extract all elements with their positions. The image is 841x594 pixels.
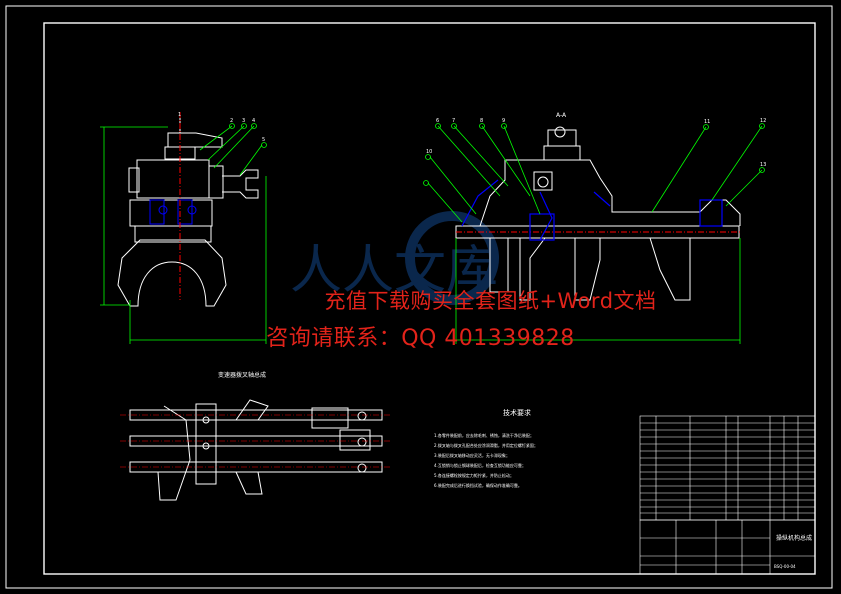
drawing-number: BSQ-00-04 xyxy=(774,564,796,569)
tech-req-item: 5.各连接螺栓按规定力矩拧紧，并防止松动； xyxy=(434,472,514,478)
inner-frame xyxy=(43,22,816,575)
part-balloon-label: 8 xyxy=(480,118,483,124)
left-view xyxy=(117,112,259,307)
svg-text:人人文库: 人人文库 xyxy=(290,241,498,301)
outer-border xyxy=(5,5,833,589)
watermark-logo: 人人文库 xyxy=(290,211,499,305)
title-block xyxy=(639,519,816,575)
part-balloon-label: 3 xyxy=(242,118,245,124)
part-balloon-label: 4 xyxy=(252,118,255,124)
tech-requirements-list: 1.各零件装配前，应去除毛刺、锈蚀，清洗干净后装配； 2.拨叉轴与拨叉孔配合处应… xyxy=(434,432,538,488)
tech-req-item: 6.装配完成后进行换挡试验，确保动作准确可靠。 xyxy=(434,482,522,488)
watermark-line-1: 充值下载购买全套图纸+Word文档 xyxy=(324,289,657,313)
part-balloon-label: 7 xyxy=(452,118,455,124)
part-balloon-label: 2 xyxy=(230,118,233,124)
tech-req-item: 3.装配后拨叉轴移动应灵活，无卡滞现象； xyxy=(434,452,510,458)
left-view-dimensions xyxy=(100,123,267,344)
part-balloon-label: 10 xyxy=(426,149,432,155)
part-balloon-label: 11 xyxy=(704,119,710,125)
section-view-dimensions xyxy=(423,123,765,344)
drawing-name: 操纵机构总成 xyxy=(776,534,812,542)
parts-list xyxy=(639,415,816,521)
tech-req-item: 4.互锁销与锁止钢球装配后，检查互锁功能应可靠； xyxy=(434,462,526,468)
part-balloon-label: 13 xyxy=(760,162,766,168)
part-balloon-label: 9 xyxy=(502,118,505,124)
section-label: A-A xyxy=(556,112,567,119)
section-view xyxy=(455,126,741,301)
plan-view-centerlines xyxy=(120,414,392,468)
tech-req-item: 2.拨叉轴与拨叉孔配合处应涂润滑脂，并用定位螺钉紧固； xyxy=(434,442,538,448)
part-balloon-label: 5 xyxy=(262,137,265,143)
left-view-title: 变速器拨叉轴总成 xyxy=(218,371,266,379)
part-balloon-label: 12 xyxy=(760,118,766,124)
tech-requirements-title: 技术要求 xyxy=(503,408,531,417)
tech-req-item: 1.各零件装配前，应去除毛刺、锈蚀，清洗干净后装配； xyxy=(434,432,534,438)
part-balloon-label: 1 xyxy=(178,112,181,118)
part-balloon-label: 6 xyxy=(436,118,439,124)
watermark-line-2: 咨询请联系：QQ 401339828 xyxy=(266,326,575,351)
